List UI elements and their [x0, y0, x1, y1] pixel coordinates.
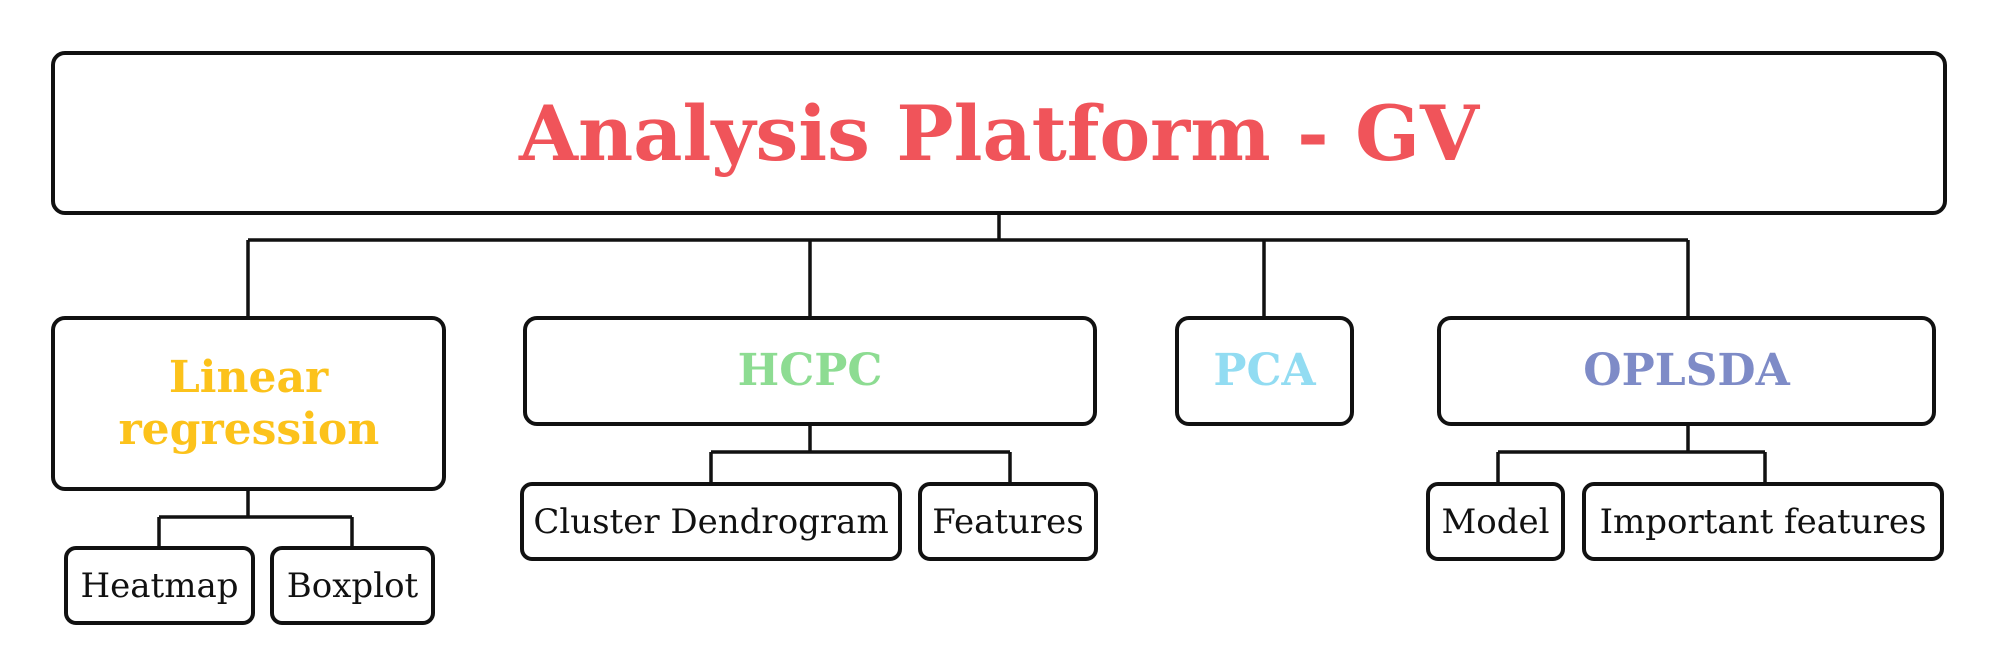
- node-label: PCA: [1213, 345, 1316, 397]
- leaf-boxplot: Boxplot: [270, 546, 435, 625]
- leaf-label: Features: [932, 501, 1084, 542]
- node-label: Linear regression: [118, 351, 380, 455]
- node-label: HCPC: [737, 345, 883, 397]
- node-label: OPLSDA: [1583, 345, 1790, 397]
- leaf-features: Features: [918, 482, 1098, 561]
- node-hcpc: HCPC: [523, 316, 1097, 426]
- leaf-cluster-dendrogram: Cluster Dendrogram: [520, 482, 902, 561]
- node-pca: PCA: [1175, 316, 1354, 426]
- root-title: Analysis Platform - GV: [519, 88, 1479, 178]
- leaf-label: Important features: [1599, 501, 1927, 542]
- node-oplsda: OPLSDA: [1437, 316, 1936, 426]
- leaf-label: Heatmap: [80, 565, 239, 606]
- root-node: Analysis Platform - GV: [51, 51, 1947, 215]
- node-linear-regression: Linear regression: [51, 316, 446, 491]
- leaf-heatmap: Heatmap: [64, 546, 255, 625]
- leaf-model: Model: [1426, 482, 1565, 561]
- leaf-label: Boxplot: [286, 565, 419, 606]
- leaf-label: Model: [1441, 501, 1550, 542]
- leaf-important-features: Important features: [1582, 482, 1944, 561]
- leaf-label: Cluster Dendrogram: [533, 501, 889, 542]
